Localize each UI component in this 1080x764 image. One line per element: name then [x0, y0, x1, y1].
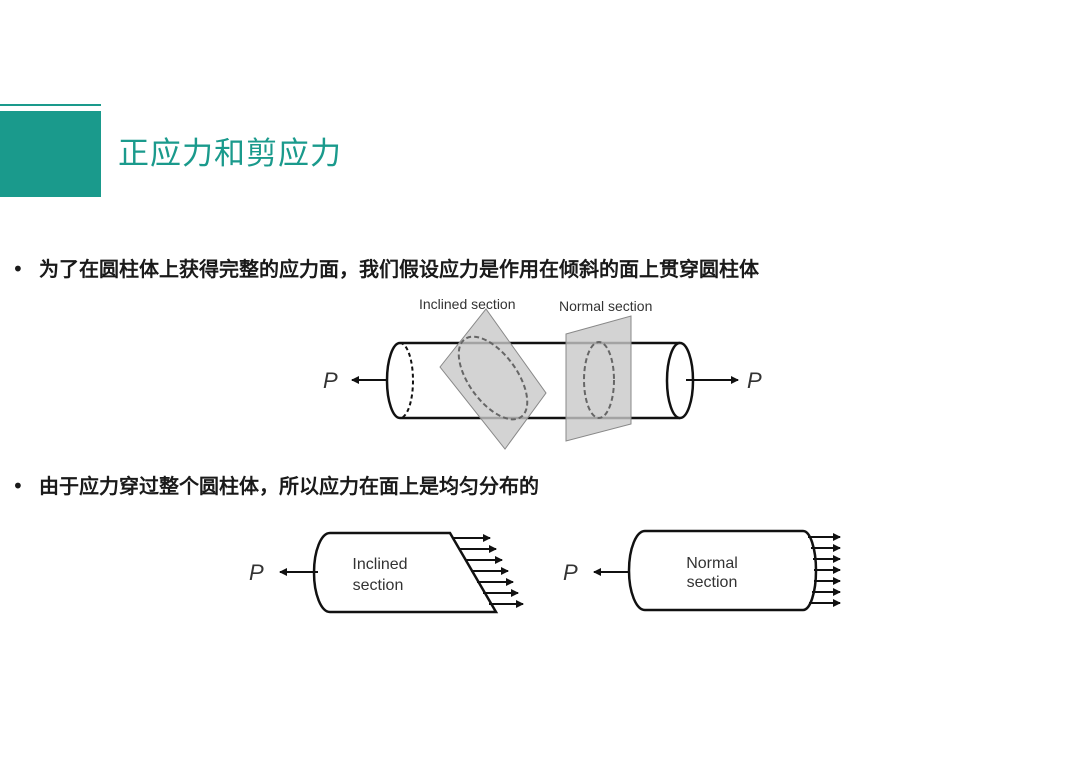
inclined-section-plane — [439, 308, 547, 450]
inclined-section-caption: Inclined section — [419, 296, 516, 312]
inclined-cut-body — [312, 531, 499, 614]
top-cylinder-figure: P P Inclined section Normal section — [323, 296, 762, 450]
normal-load-label: P — [563, 560, 578, 585]
slide-title: 正应力和剪应力 — [118, 136, 342, 172]
top-left-load-label: P — [323, 368, 338, 393]
bullet-text-2: 由于应力穿过整个圆柱体，所以应力在面上是均匀分布的 — [39, 474, 539, 498]
inclined-body-label-line1: Inclined — [352, 556, 407, 573]
inclined-load-label: P — [249, 560, 264, 585]
normal-section-caption: Normal section — [559, 298, 652, 314]
normal-cut-body — [627, 529, 818, 612]
inclined-body-label-line2: section — [353, 577, 404, 594]
cylinder-left-end-front — [385, 341, 401, 420]
bullet-item-2: • 由于应力穿过整个圆柱体，所以应力在面上是均匀分布的 — [12, 470, 539, 499]
bullet-item-1: • 为了在圆柱体上获得完整的应力面，我们假设应力是作用在倾斜的面上贯穿圆柱体 — [12, 253, 759, 282]
bullet-text-1: 为了在圆柱体上获得完整的应力面，我们假设应力是作用在倾斜的面上贯穿圆柱体 — [39, 257, 759, 281]
title-accent-line — [0, 104, 101, 106]
bottom-normal-figure: P Normal section — [563, 529, 841, 612]
cylinder-left-end-back — [399, 342, 414, 419]
inclined-stress-arrows — [452, 534, 524, 608]
normal-section-plane — [565, 315, 632, 442]
normal-stress-arrows — [808, 533, 841, 607]
normal-section-outline — [583, 341, 615, 419]
normal-body-label-line1: Normal — [686, 555, 738, 572]
top-right-load-label: P — [747, 368, 762, 393]
bottom-inclined-figure: P Inclined section — [249, 531, 524, 614]
bullet-symbol: • — [12, 474, 24, 498]
bullet-symbol: • — [12, 257, 24, 281]
normal-body-label-line2: section — [687, 574, 738, 591]
inclined-section-outline — [457, 335, 529, 421]
title-accent-block — [0, 111, 101, 197]
